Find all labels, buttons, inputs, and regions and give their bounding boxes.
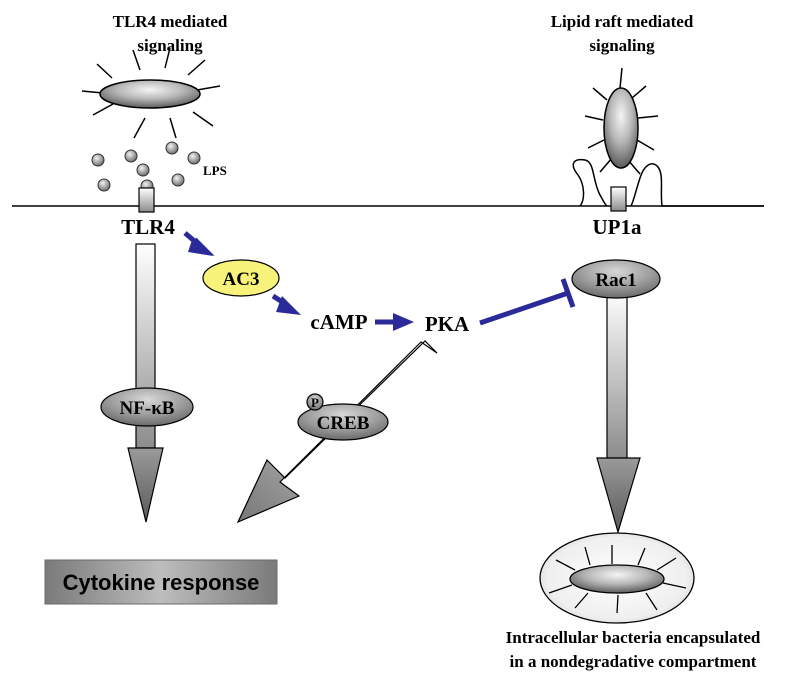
- encapsulated-bacterium-icon: [539, 532, 695, 624]
- left-heading-line2: signaling: [137, 36, 203, 55]
- cytokine-response-box: Cytokine response: [44, 559, 278, 605]
- phospho-icon: [306, 393, 324, 411]
- right-heading-line1: Lipid raft mediated: [551, 12, 694, 31]
- cytokine-label: Cytokine response: [63, 570, 260, 595]
- rac1-node: Rac1: [571, 259, 661, 299]
- outcome-line2: in a nondegradative compartment: [510, 652, 757, 671]
- activation-arrows: [183, 231, 576, 331]
- lipid-raft-membrane: [572, 158, 764, 207]
- up1a-label: UP1a: [593, 215, 642, 239]
- bacterium-left-icon: [81, 47, 221, 139]
- camp-label: cAMP: [310, 310, 367, 334]
- nfkb-label: NF-κB: [120, 398, 175, 419]
- ac3-node: AC3: [202, 259, 280, 297]
- lps-particles: [91, 141, 201, 193]
- tlr4-to-cytokine-arrow: [127, 243, 164, 523]
- tlr4-label: TLR4: [121, 215, 175, 239]
- creb-label: CREB: [317, 413, 370, 434]
- rac1-label: Rac1: [595, 270, 636, 291]
- rac1-to-outcome-arrow: [596, 289, 641, 535]
- ac3-label: AC3: [223, 269, 260, 290]
- pka-label: PKA: [425, 312, 470, 336]
- bacterium-right-icon: [584, 67, 659, 175]
- creb-node: CREB P: [297, 393, 389, 441]
- pka-to-cytokine-arrow: [236, 340, 438, 524]
- tlr4-receptor-icon: [138, 187, 155, 213]
- pka-inhibits-rac1-line: [479, 290, 569, 326]
- inhibition-bar: [560, 278, 576, 308]
- left-heading-line1: TLR4 mediated: [113, 12, 228, 31]
- nfkb-node: NF-κB: [100, 387, 194, 427]
- outcome-line1: Intracellular bacteria encapsulated: [506, 628, 761, 647]
- phospho-label: P: [311, 395, 319, 410]
- up1a-receptor-icon: [610, 186, 627, 212]
- right-heading-line2: signaling: [589, 36, 655, 55]
- lps-label: LPS: [203, 163, 227, 178]
